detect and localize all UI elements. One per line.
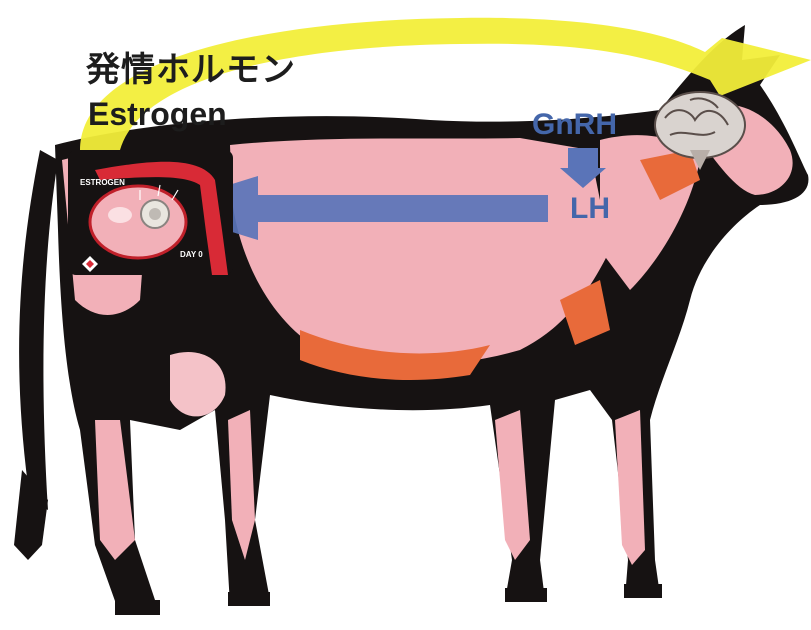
- hormone-label-english: Estrogen: [88, 96, 227, 133]
- hoof: [505, 588, 547, 602]
- hoof: [624, 584, 662, 598]
- hoof: [115, 600, 160, 615]
- ovary-inset: [68, 150, 233, 275]
- fore-leg-patch-2: [615, 410, 645, 565]
- hormone-label-japanese: 発情ホルモン: [86, 42, 296, 91]
- follicle-icon: [141, 200, 169, 228]
- hoof: [228, 592, 270, 606]
- cow-tail: [19, 150, 58, 510]
- inset-day-label: DAY 0: [180, 250, 203, 259]
- inset-estrogen-label: ESTROGEN: [80, 178, 125, 187]
- ovary-icon: [90, 186, 186, 258]
- lh-label: LH: [570, 192, 610, 226]
- gnrh-label: GnRH: [532, 108, 617, 142]
